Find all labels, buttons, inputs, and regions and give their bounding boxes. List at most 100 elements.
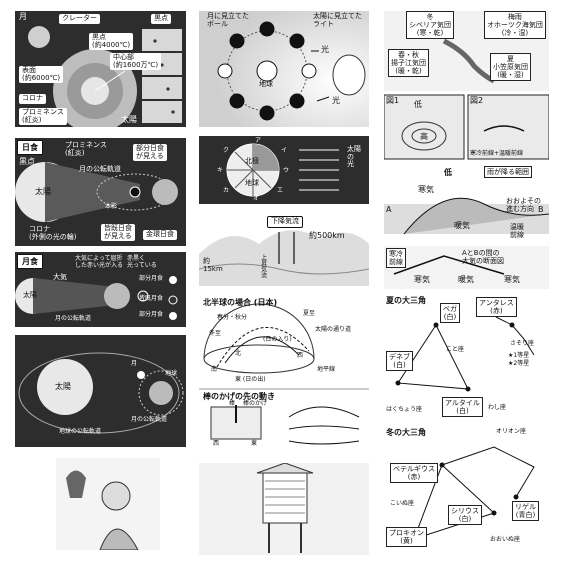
partial-lunar-label-2: 部分月食 [139, 311, 164, 318]
warm-air-label-1: 暖気 [454, 221, 470, 230]
observer-label: 地球 [259, 80, 273, 88]
antares-label: アンタレス (赤) [476, 297, 517, 318]
light-label: 太陽に見立てた ライト [313, 12, 362, 28]
cold-air-label-2: 寒気 [414, 275, 430, 284]
high-label: 高 [420, 132, 428, 141]
rainy-air-mass: 梅雨 オホーツク海気団 (冷・湿) [484, 11, 546, 40]
canis-minor-label: こいぬ座 [390, 500, 415, 507]
deneb-star [395, 380, 401, 386]
sun-orbit-label: 太陽 [55, 382, 71, 391]
cold-air-label-3: 寒気 [504, 275, 520, 284]
stick-title: 棒のかげの先の動き [203, 392, 275, 401]
sun-eclipse-label: 太陽 [35, 187, 51, 196]
label-a: A [386, 205, 392, 214]
summer-solstice-label: 夏至 [303, 310, 316, 317]
sun-structure-panel: 月 クレーター 黒点 黒点 (約4000℃) 中心部 (約1600万℃) 表面 … [15, 11, 186, 127]
mark-a: ア [255, 137, 262, 144]
scorpius-label: さそり座 [510, 340, 535, 347]
sun-label: 太陽 [121, 115, 137, 124]
earth-rotation-panel: 北極 地球 太陽 の 光 ア イ ウ エ オ カ キ ク [199, 136, 369, 204]
earth-lunar [104, 283, 130, 309]
sunlight-label: 太陽 の 光 [347, 145, 361, 169]
moon-orbit-lunar-label: 月の公転軌道 [55, 315, 92, 322]
light-ray-label-2: 光 [332, 96, 340, 105]
air-mass-panel: 冬 シベリア気団 (寒・乾) 梅雨 オホーツク海気団 (冷・湿) 春・秋 揚子江… [384, 11, 549, 161]
moon-phase-4 [289, 93, 305, 109]
mark-ki: キ [217, 167, 224, 174]
corona-eclipse-label: コロナ (外側の光の輪) [29, 225, 77, 241]
distance-label: 約500km [309, 231, 345, 240]
moon-phase-6 [229, 93, 245, 109]
mark-i: イ [281, 147, 288, 154]
canis-major-label: おおいぬ座 [490, 536, 521, 543]
moon-phases-panel: 月に見立てた ボール 太陽に見立てた ライト 地球 光 光 [199, 11, 369, 127]
atmosphere-label: 大気 [53, 273, 67, 281]
mark-u: ウ [283, 167, 290, 174]
sunspot-frame-3 [142, 77, 182, 99]
stick-west-label: 西 [213, 440, 220, 447]
downdraft-label: 下降気流 [267, 216, 303, 228]
cloud-section-panel: 下降気流 約500km 約 15km 上昇気流 [199, 214, 369, 286]
mark-ka: カ [223, 187, 230, 194]
partial-lunar-label-1: 部分月食 [139, 275, 164, 282]
cold-front-panel: 雨が降る範囲 寒気 低 おおよその 進む方向 暖気 温暖 前線 寒冷 前線 Aと… [384, 164, 549, 289]
legend-first-magnitude: ★1等星 [508, 352, 530, 359]
updraft-label: 上昇気流 [259, 254, 267, 278]
moon-orbit-eclipse-label: 月の公転軌道 [79, 165, 121, 173]
stick-east-label: 東 [251, 440, 258, 447]
west-label: 西 [297, 352, 304, 359]
surface-label: 表面 (約6000℃) [19, 66, 64, 84]
height-label: 約 15km [203, 257, 223, 273]
moon-phase-5 [259, 105, 275, 121]
corona-label: コロナ [19, 94, 46, 104]
lunar-eclipse-title: 月食 [17, 254, 43, 269]
sunspot-eclipse-label: 黒点 [19, 157, 35, 166]
sun-orbit [37, 359, 93, 415]
south-label: 南 [211, 366, 218, 373]
sunspot-label: 黒点 [151, 14, 171, 24]
sun-path-art [199, 303, 369, 445]
ball-label: 月に見立てた ボール [207, 12, 249, 28]
sun-path-label: 太陽の通り道 [315, 326, 352, 333]
sirius-star [491, 510, 497, 516]
earth-eclipse [152, 179, 178, 205]
earth-rotation-label: 地球 [245, 179, 259, 187]
rigel-star [513, 494, 519, 500]
antares-star [509, 322, 515, 328]
deneb-label: デネブ (白) [386, 351, 413, 372]
direction-label: おおよその 進む方向 [506, 197, 541, 213]
altair-star [465, 386, 471, 392]
moon-orbit-path-label: 月の公転軌道 [131, 416, 168, 423]
earth-orbit-label: 地球 [165, 370, 178, 377]
lunar-eclipse-art [15, 276, 178, 320]
scientist-art [56, 458, 160, 550]
mark-o: オ [253, 195, 260, 202]
moon-phase-3 [301, 63, 317, 79]
winter-triangle-title: 冬の大三角 [386, 428, 426, 437]
total-eclipse-label: 皆既日食 が見える [101, 224, 135, 242]
total-lunar-label: 皆既月食 [139, 295, 164, 302]
earth-rotation-art [226, 143, 339, 197]
fig2-label: 図2 [470, 96, 484, 105]
weather-station-illustration [199, 463, 369, 555]
annular-eclipse-label: 金環日食 [143, 230, 177, 240]
betelgeuse-label: ベテルギウス (赤) [390, 463, 438, 484]
section-label: AとBの間の 大気の断面図 [462, 249, 504, 265]
orion-label: オリオン座 [496, 428, 527, 435]
mark-e: エ [277, 187, 284, 194]
solar-eclipse-panel: 日食 プロミネンス (紅炎) 黒点 太陽 月の公転軌道 コロナ (外側の光の輪)… [15, 138, 186, 246]
moon-lunar [137, 290, 149, 302]
moon-phase-8 [229, 33, 245, 49]
sunspot-temp-label: 黒点 (約4000℃) [89, 33, 134, 51]
moon-phases-art [199, 11, 369, 127]
sun-path-title: 北半球の場合 (日本) [203, 298, 278, 307]
summer-triangle-title: 夏の大三角 [386, 296, 426, 305]
front-legend: 寒冷前線+温暖前線 [470, 150, 524, 157]
north-pole-label: 北極 [245, 157, 259, 165]
weather-station-art [199, 463, 369, 555]
north-label: 北 [235, 350, 242, 357]
label-b: B [538, 205, 544, 214]
summer-triangle-panel: 夏の大三角 ベガ (白) アンタレス (赤) こと座 デネブ (白) さそり座 … [384, 295, 549, 423]
stick-label: 棒 [229, 400, 236, 407]
cold-front-art [384, 197, 549, 289]
